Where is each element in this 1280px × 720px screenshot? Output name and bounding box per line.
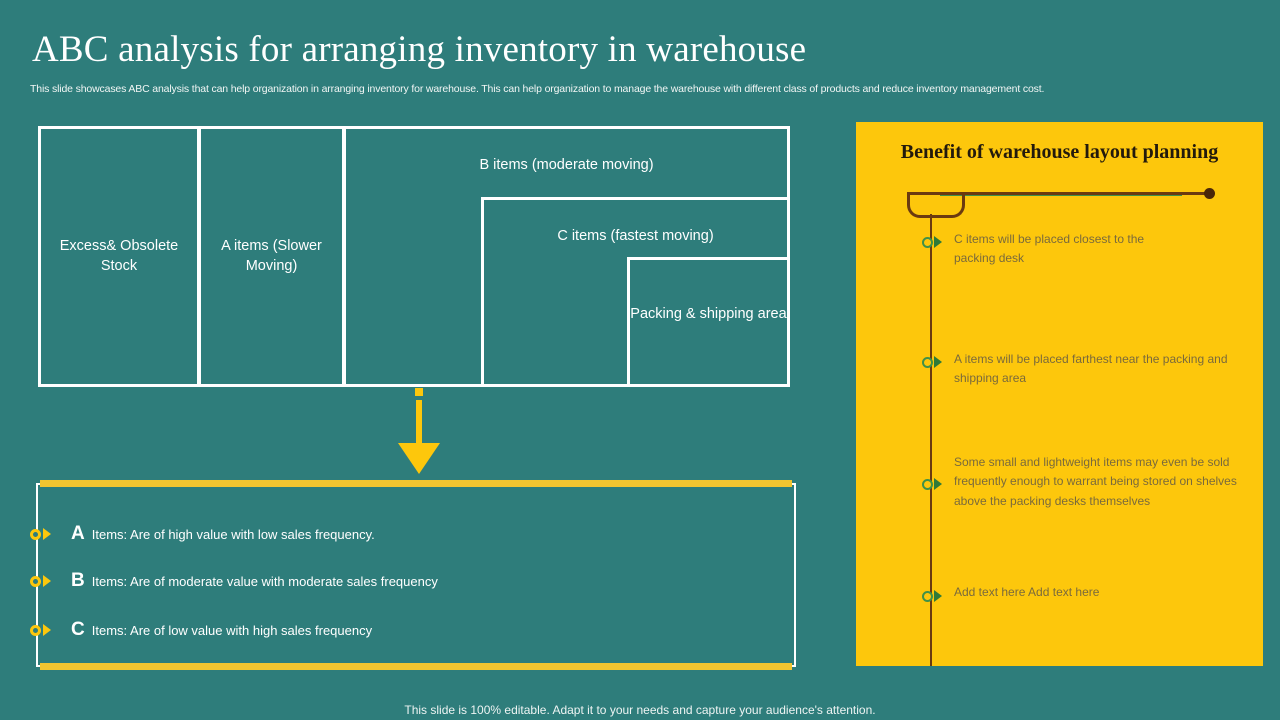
benefit-bullet-marker: [922, 590, 942, 602]
ring-bullet-icon: [30, 528, 41, 540]
abc-list-item: B Items: Are of moderate value with mode…: [30, 570, 438, 592]
timeline-spine: [930, 214, 932, 666]
panel-bottom-bar: [40, 663, 792, 670]
ring-bullet-icon: [30, 575, 41, 587]
ring-bullet-icon: [30, 624, 41, 636]
triangle-bullet-icon: [43, 575, 51, 587]
triangle-bullet-icon: [43, 528, 51, 540]
triangle-bullet-icon: [934, 356, 942, 368]
abc-item-text: Items: Are of moderate value with modera…: [91, 573, 438, 589]
panel-top-bar: [40, 480, 792, 487]
abc-item-key: B: [71, 570, 85, 591]
ring-bullet-icon: [922, 478, 933, 490]
abc-item-text: Items: Are of high value with low sales …: [91, 526, 375, 542]
connector-end-dot-icon: [1204, 188, 1215, 199]
triangle-bullet-icon: [934, 478, 942, 490]
benefit-item-text: C items will be placed closest to the pa…: [954, 232, 1145, 266]
ring-bullet-icon: [922, 356, 933, 368]
benefit-item-text: Add text here Add text here: [954, 585, 1100, 599]
abc-item-text: Items: Are of low value with high sales …: [91, 622, 373, 638]
benefit-bullet-marker: [922, 236, 942, 248]
arrow-head: [398, 443, 440, 474]
stair-box-packing-shipping-area: Packing & shipping area: [627, 257, 790, 387]
stair-box-label: Excess& Obsolete Stock: [59, 237, 179, 274]
stair-box-label: Packing & shipping area: [630, 306, 787, 322]
abc-definitions-panel: A Items: Are of high value with low sale…: [30, 480, 796, 670]
abc-list-item: A Items: Are of high value with low sale…: [30, 523, 375, 545]
benefit-list-item: A items will be placed farthest near the…: [922, 350, 1254, 389]
benefit-item-text: A items will be placed farthest near the…: [954, 352, 1228, 386]
arrow-stem: [416, 400, 422, 446]
triangle-bullet-icon: [43, 624, 51, 636]
ring-bullet-icon: [922, 236, 933, 248]
benefit-list-item: Add text here Add text here: [922, 584, 1154, 602]
triangle-bullet-icon: [934, 236, 942, 248]
benefit-bullet-marker: [922, 356, 942, 368]
arrow-tick: [415, 388, 423, 396]
benefit-item-text: Some small and lightweight items may eve…: [954, 455, 1237, 508]
benefit-bullet-marker: [922, 478, 942, 490]
stair-box-label: A items (Slower Moving): [221, 237, 322, 274]
page-title: ABC analysis for arranging inventory in …: [32, 29, 807, 70]
ring-bullet-icon: [922, 590, 933, 602]
benefit-panel: Benefit of warehouse layout planning C i…: [856, 122, 1263, 666]
benefit-panel-title: Benefit of warehouse layout planning: [900, 141, 1219, 163]
stair-box-label: C items (fastest moving): [557, 228, 714, 244]
page-subtitle: This slide showcases ABC analysis that c…: [30, 83, 1045, 95]
connector-hook: [907, 192, 965, 218]
warehouse-layout-diagram: Excess& Obsolete Stock A items (Slower M…: [38, 126, 790, 387]
abc-list-item: C Items: Are of low value with high sale…: [30, 619, 372, 641]
footer-note: This slide is 100% editable. Adapt it to…: [404, 703, 876, 717]
down-arrow-icon: [398, 388, 440, 474]
stair-box-a-items: A items (Slower Moving): [198, 126, 345, 387]
connector-rail: [907, 192, 1208, 195]
benefit-list-item: Some small and lightweight items may eve…: [922, 453, 1254, 511]
benefit-list-item: C items will be placed closest to the pa…: [922, 230, 1179, 269]
abc-item-key: C: [71, 619, 85, 640]
abc-item-key: A: [71, 523, 85, 544]
stair-box-label: B items (moderate moving): [479, 157, 654, 173]
triangle-bullet-icon: [934, 590, 942, 602]
stair-box-excess-obsolete-stock: Excess& Obsolete Stock: [38, 126, 200, 387]
